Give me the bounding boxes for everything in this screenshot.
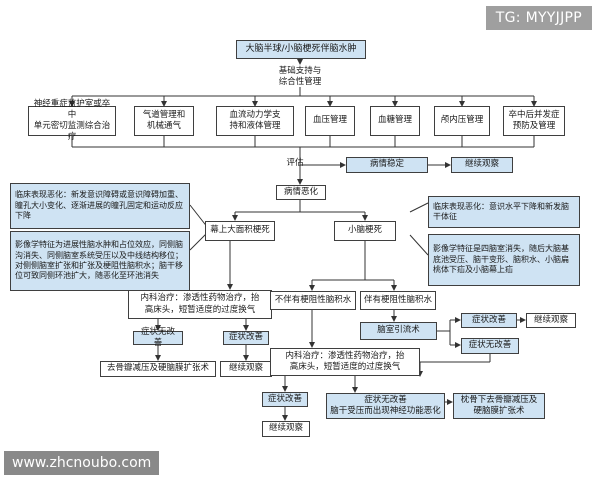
management-item-neuro-icu: 神经重症监护室或卒中 单元密切监测综合治疗	[28, 99, 116, 142]
drain-continue-observe-node: 继续观察	[526, 313, 576, 328]
brainstem-no-improve-node: 症状无改善 脑干受压而出现神经功能恶化	[326, 393, 445, 419]
management-item-blood-glucose: 血糖管理	[370, 106, 420, 136]
basic-support-label: 基础支持与 综合性管理	[262, 66, 338, 88]
management-item-blood-pressure: 血压管理	[305, 106, 355, 136]
stable-node: 病情稳定	[346, 157, 428, 173]
watermark-top: TG: MYYJJPP	[485, 6, 592, 30]
decompression-node: 去骨瓣减压及硬脑膜扩张术	[100, 361, 216, 377]
suboccipital-decompression-node: 枕骨下去骨瓣减压及 硬脑膜扩张术	[453, 393, 545, 419]
deteriorate-node: 病情恶化	[276, 185, 326, 200]
management-item-airway: 气道管理和 机械通气	[134, 106, 194, 136]
cerebellar-infarction-node: 小脑梗死	[334, 221, 396, 241]
continue-observe-node-top: 继续观察	[451, 157, 513, 173]
drain-improve-node: 症状改善	[461, 313, 517, 328]
diagram-title: 大脑半球/小脑梗死伴脑水肿	[236, 40, 366, 59]
right-clinical-note: 临床表现恶化：意识水平下降和新发脑干体征	[428, 196, 580, 228]
left-medical-treatment-node: 内科治疗：渗透性药物治疗，抬 高床头，短暂适度的过度换气	[128, 290, 272, 319]
drain-no-improve-node: 症状无改善	[461, 338, 519, 354]
left-imaging-note: 影像学特征为进展性脑水肿和占位效应，同侧脑沟消失、同侧脑室系统受压以及中线结构移…	[10, 231, 190, 291]
management-item-hemodynamics: 血流动力学支 持和液体管理	[216, 106, 294, 136]
mid-improve-node: 症状改善	[262, 392, 308, 407]
management-item-icp: 颅内压管理	[434, 106, 490, 136]
left-improve-node: 症状改善	[223, 331, 269, 345]
right-imaging-note: 影像学特征是四脑室消失，随后大脑基底池受压、脑干变形、脑积水、小脑扁桃体下疝及小…	[428, 234, 580, 286]
left-no-improve-node: 症状无改善	[133, 327, 183, 348]
mid-medical-treatment-node: 内科治疗：渗透性药物治疗，抬 高床头，短暂适度的过度换气	[270, 348, 420, 376]
left-clinical-note: 临床表现恶化：新发意识障碍或意识障碍加重、瞳孔大小变化、逐渐进展的瞳孔固定和运动…	[10, 183, 190, 229]
no-hydrocephalus-node: 不伴有梗阻性脑积水	[270, 291, 356, 310]
ventricular-drain-node: 脑室引流术	[360, 322, 437, 340]
mid-continue-observe-node: 继续观察	[262, 421, 310, 437]
evaluate-label: 评估	[286, 158, 304, 168]
left-continue-observe-node: 继续观察	[220, 361, 272, 377]
supratentorial-infarction-node: 幕上大面积梗死	[205, 221, 275, 241]
watermark-bottom: www.zhcnoubo.com	[4, 451, 160, 475]
with-hydrocephalus-node: 伴有梗阻性脑积水	[360, 291, 436, 310]
management-item-complications: 卒中后并发症 预防及管理	[503, 106, 565, 136]
